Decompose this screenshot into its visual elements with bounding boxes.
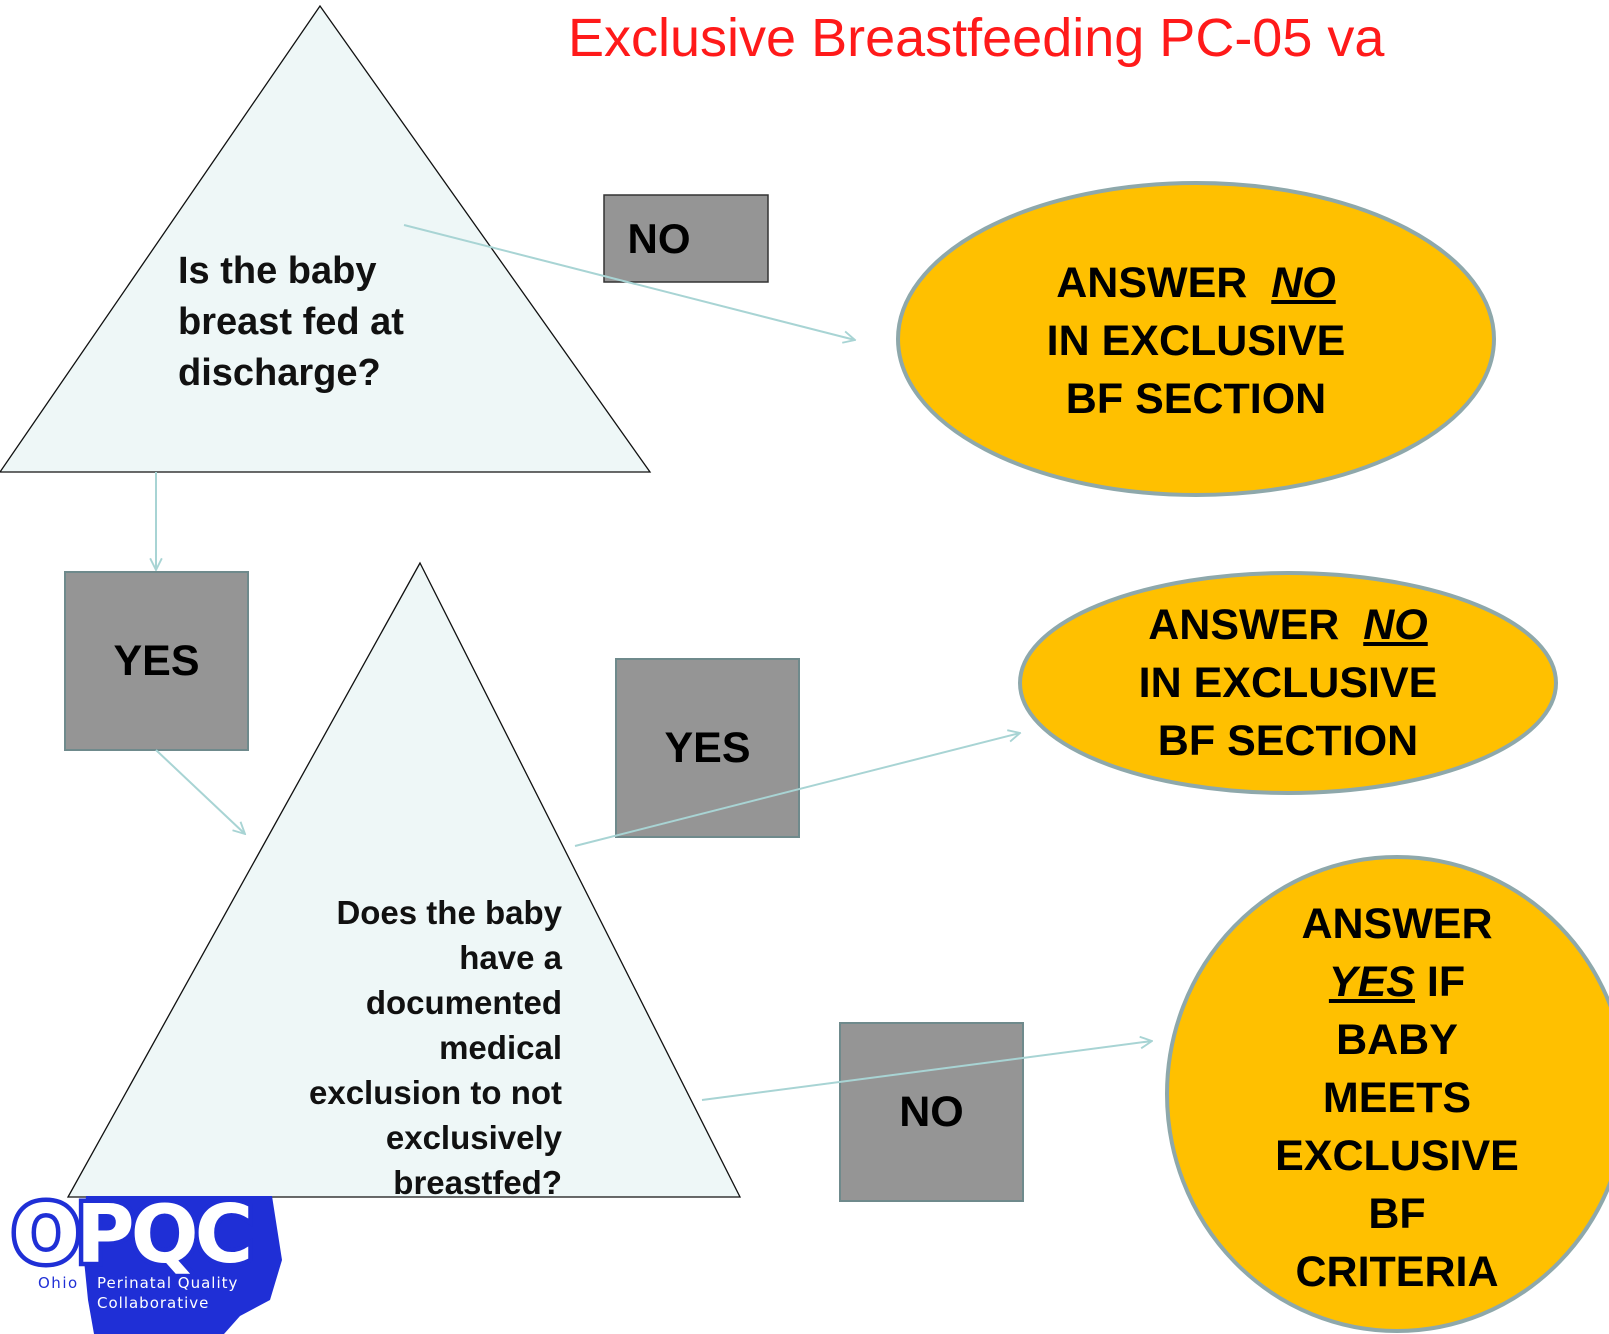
outcome-3-if: IF: [1414, 958, 1466, 1006]
arrow-q1-no: [403, 224, 855, 340]
no-label-top: NO: [627, 214, 691, 262]
outcome-3-text: ANSWER YES IF BABY MEETS EXCLUSIVE BF CR…: [1232, 895, 1562, 1301]
no-box-top: [603, 194, 769, 283]
outcome-1-line3: BF SECTION: [1065, 375, 1327, 423]
question-line: exclusively: [385, 1119, 562, 1156]
outcome-oval-1: [896, 181, 1496, 497]
outcome-3-line3: BABY: [1336, 1016, 1458, 1064]
outcome-3-line7: CRITERIA: [1295, 1248, 1499, 1296]
question-line: medical: [439, 1029, 562, 1066]
opqc-logo: OPQC Ohio Perinatal Quality Collaborativ…: [8, 1184, 282, 1334]
decision-triangle-1: [0, 4, 652, 473]
question-breastfed-at-discharge: Is the baby breast fed at discharge?: [178, 250, 404, 394]
decision-triangle-2: [66, 561, 742, 1198]
page-title: Exclusive Breastfeeding PC-05 va: [568, 8, 1385, 68]
outcome-1-emphasis: NO: [1271, 259, 1336, 307]
outcome-oval-2: [1018, 571, 1558, 795]
no-label-bottom: NO: [899, 1087, 964, 1136]
outcome-2-line3: BF SECTION: [1157, 717, 1419, 765]
question-line: documented: [365, 984, 562, 1021]
outcome-1-answer: ANSWER: [1056, 259, 1248, 307]
question-line: Does the baby: [336, 894, 562, 931]
yes-box-mid: [615, 658, 800, 838]
outcome-1-line2: IN EXCLUSIVE: [1046, 317, 1346, 365]
opqc-logo-state: Ohio: [38, 1274, 79, 1292]
opqc-logo-name-line2: Collaborative: [97, 1294, 209, 1312]
question-line: exclusion to not: [308, 1074, 562, 1111]
outcome-3-line5: EXCLUSIVE: [1275, 1132, 1519, 1180]
outcome-3-line1: ANSWER: [1301, 900, 1493, 948]
outcome-2-answer: ANSWER: [1148, 601, 1340, 649]
no-box-bottom: [839, 1022, 1024, 1202]
arrow-q2-no: [701, 1041, 1152, 1101]
outcome-3-line4: MEETS: [1322, 1074, 1472, 1122]
yes-label-left: YES: [113, 636, 200, 685]
outcome-3-line6: BF: [1368, 1190, 1426, 1238]
question-medical-exclusion: Does the baby have a documented medical …: [230, 890, 562, 1205]
arrow-yes-q2: [155, 749, 245, 834]
outcome-2-emphasis: NO: [1363, 601, 1428, 649]
outcome-2-line2: IN EXCLUSIVE: [1138, 659, 1438, 707]
arrow-q2-yes: [574, 733, 1020, 847]
opqc-logo-name-line1: Perinatal Quality: [97, 1274, 238, 1292]
ohio-state-shape: [82, 1196, 282, 1334]
yes-label-mid: YES: [664, 723, 751, 772]
outcome-1-text: ANSWER NO IN EXCLUSIVE BF SECTION: [946, 254, 1446, 428]
outcome-2-text: ANSWER NO IN EXCLUSIVE BF SECTION: [1038, 596, 1538, 770]
outcome-3-emphasis: YES: [1328, 958, 1415, 1006]
question-line: have a: [459, 939, 562, 976]
outcome-oval-3: [1165, 855, 1609, 1333]
opqc-logo-mark: OPQC: [12, 1188, 249, 1281]
question-line: breastfed?: [393, 1164, 562, 1201]
